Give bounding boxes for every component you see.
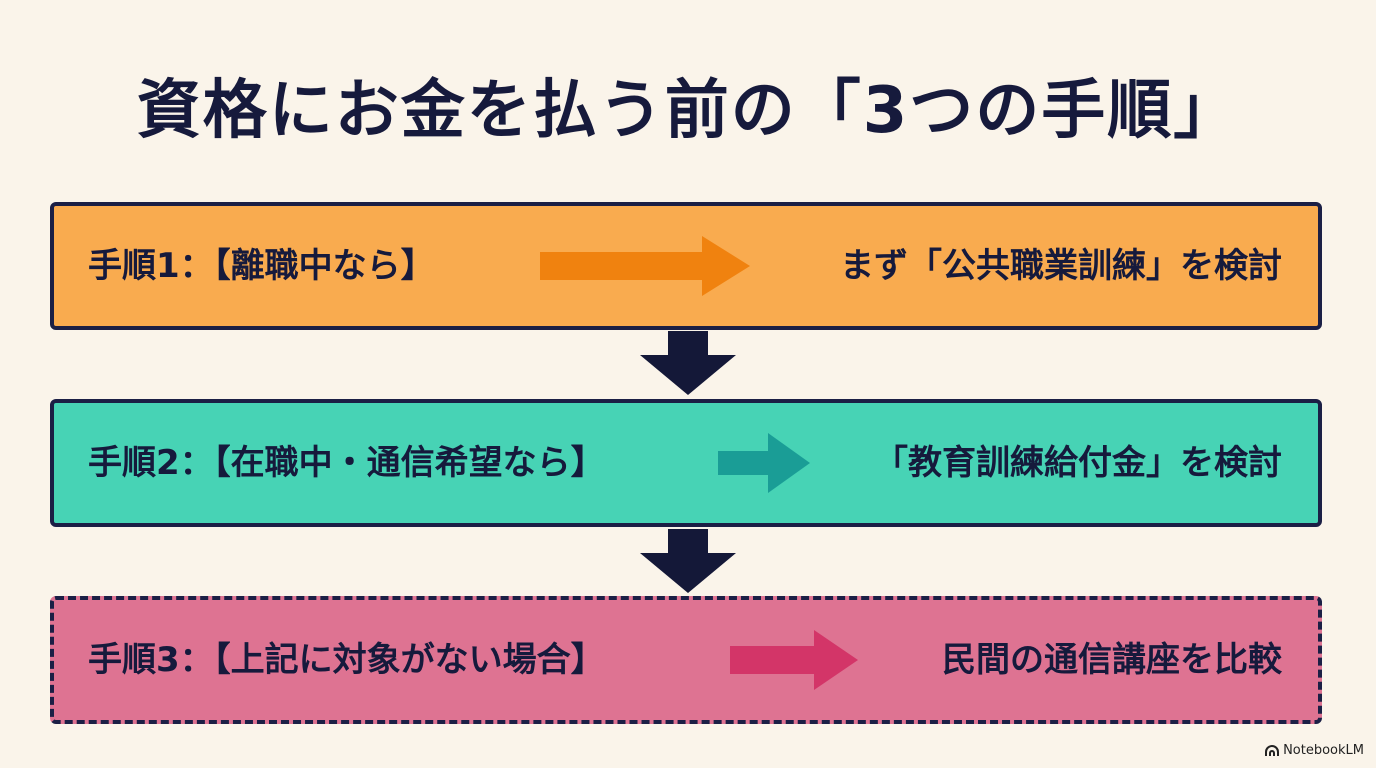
step-2-arrow-icon xyxy=(718,433,810,493)
down-arrow-2-icon xyxy=(640,529,736,593)
page-title: 資格にお金を払う前の「3つの手順」 xyxy=(136,74,1240,148)
step-3-result: 民間の通信講座を比較 xyxy=(942,640,1282,680)
step-2-result: 「教育訓練給付金」を検討 xyxy=(874,443,1282,483)
brand-label: NotebookLM xyxy=(1283,743,1364,758)
down-arrow-1-icon xyxy=(640,331,736,395)
step-1-result: まず「公共職業訓練」を検討 xyxy=(840,246,1282,286)
brand-watermark: NotebookLM xyxy=(1265,743,1364,758)
step-3-box: 手順3：【上記に対象がない場合】 民間の通信講座を比較 xyxy=(50,596,1322,724)
step-1-arrow-icon xyxy=(540,236,750,296)
step-2-label: 手順2：【在職中・通信希望なら】 xyxy=(88,443,605,483)
step-1-box: 手順1：【離職中なら】 まず「公共職業訓練」を検討 xyxy=(50,202,1322,330)
step-2-box: 手順2：【在職中・通信希望なら】 「教育訓練給付金」を検討 xyxy=(50,399,1322,527)
notebooklm-logo-icon xyxy=(1265,744,1280,756)
step-3-arrow-icon xyxy=(730,630,858,690)
step-1-label: 手順1：【離職中なら】 xyxy=(88,246,435,286)
step-3-label: 手順3：【上記に対象がない場合】 xyxy=(88,640,605,680)
